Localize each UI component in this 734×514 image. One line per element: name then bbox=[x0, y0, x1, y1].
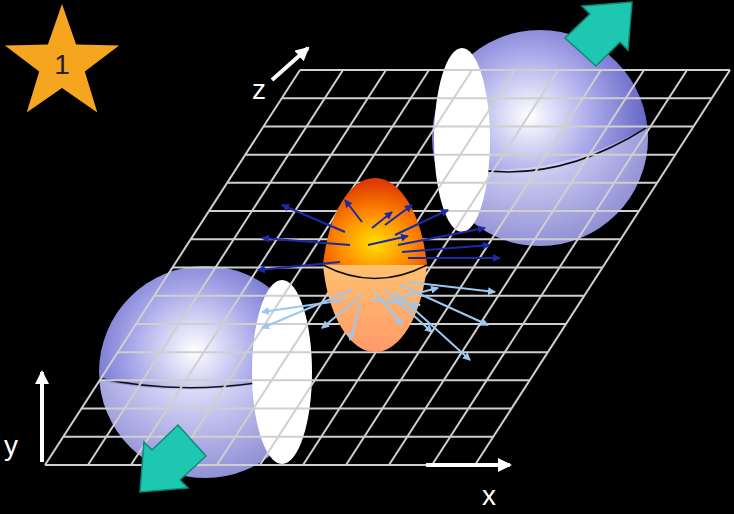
nucleus-left bbox=[98, 266, 312, 478]
grid-line bbox=[217, 70, 472, 465]
grid-line bbox=[385, 205, 412, 225]
grid-line bbox=[389, 70, 644, 465]
grid-line bbox=[395, 210, 448, 235]
grid-line bbox=[258, 262, 340, 270]
grid-line bbox=[398, 228, 485, 245]
callout-star: 1 bbox=[2, 2, 122, 120]
grid-line bbox=[432, 70, 687, 465]
grid-line bbox=[390, 288, 438, 300]
grid-line bbox=[174, 70, 429, 465]
grid-line bbox=[372, 212, 392, 228]
beam-arrow bbox=[140, 2, 632, 492]
callout-number: 1 bbox=[54, 51, 70, 79]
grid-line bbox=[372, 300, 420, 305]
grid-line bbox=[402, 245, 490, 252]
grid-line bbox=[282, 205, 345, 232]
axis-arrows bbox=[42, 48, 510, 465]
grid-line bbox=[260, 70, 515, 465]
overlap-zone bbox=[323, 178, 427, 352]
flow-arrows bbox=[258, 200, 500, 360]
grid-line bbox=[262, 300, 345, 312]
grid-line bbox=[262, 290, 352, 328]
grid-line bbox=[88, 70, 343, 465]
grid-line bbox=[303, 70, 558, 465]
grid-line bbox=[322, 295, 362, 328]
grid-line bbox=[375, 292, 402, 325]
axis-label: z bbox=[252, 76, 266, 104]
grid-line bbox=[408, 257, 500, 259]
reaction-plane-grid bbox=[45, 70, 730, 465]
grid-line bbox=[395, 292, 470, 360]
axis-label: y bbox=[4, 432, 18, 460]
grid-line bbox=[262, 238, 350, 245]
grid-line bbox=[475, 70, 730, 465]
grid-line bbox=[350, 305, 360, 340]
grid-line bbox=[345, 200, 362, 222]
grid-line bbox=[408, 282, 495, 292]
grid-line bbox=[368, 236, 408, 245]
grid-line bbox=[45, 70, 300, 465]
axis-label: x bbox=[482, 482, 496, 510]
